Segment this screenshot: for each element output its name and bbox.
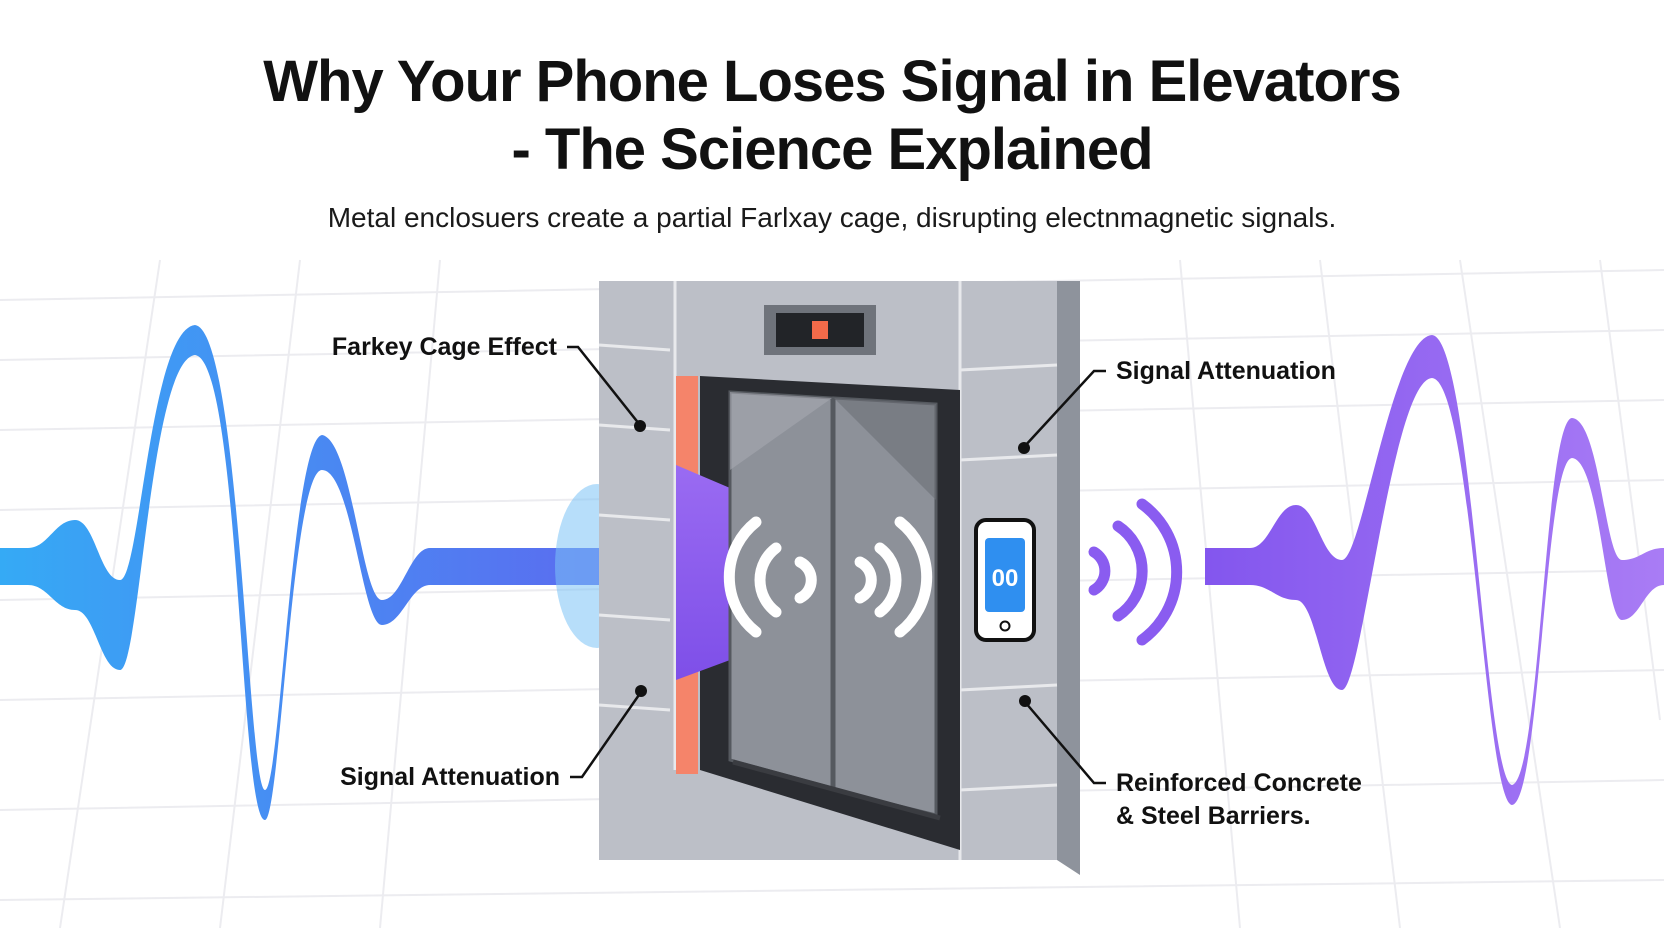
wifi-left-icon [723, 516, 817, 638]
label-barriers-line-1: Reinforced Concrete [1116, 769, 1362, 797]
callout-attenuation-left: Signal Attenuation [340, 685, 647, 791]
label-signal-attenuation-left: Signal Attenuation [340, 763, 560, 791]
title-line-1: Why Your Phone Loses Signal in Elevators [263, 49, 1401, 114]
label-barriers-line-2: & Steel Barriers. [1116, 802, 1311, 830]
callout-attenuation-right: Signal Attenuation [1018, 357, 1336, 454]
left-signal-wave [0, 325, 600, 820]
phone-screen-text: 00 [992, 565, 1019, 592]
wifi-right-icon [854, 516, 933, 638]
title-line-2: - The Science Explained [511, 117, 1154, 182]
signal-waves-icon [1088, 498, 1183, 646]
signal-passthrough-purple [676, 465, 730, 680]
callout-faraday: Farkey Cage Effect [332, 333, 646, 432]
callout-barriers: Reinforced Concrete & Steel Barriers. [1019, 695, 1362, 830]
label-faraday-cage: Farkey Cage Effect [332, 333, 558, 361]
subtitle: Metal enclosuers create a partial Farlxa… [327, 202, 1337, 233]
label-signal-attenuation-right: Signal Attenuation [1116, 357, 1336, 385]
smartphone-icon: 00 [974, 518, 1036, 642]
right-signal-wave [1205, 335, 1664, 805]
page-title: Why Your Phone Loses Signal in Elevators… [0, 48, 1664, 184]
elevator-right-wall [1057, 281, 1080, 875]
